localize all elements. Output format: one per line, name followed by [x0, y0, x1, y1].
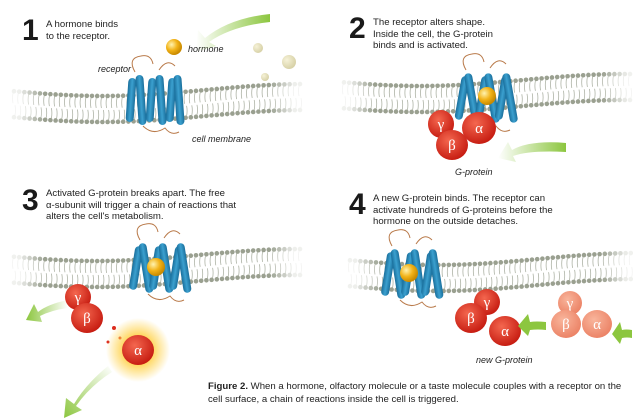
g-protein-2: γ β α [428, 110, 496, 160]
receptor-1 [125, 55, 185, 134]
receptor-helix [502, 73, 518, 123]
receptor-helix [155, 75, 167, 125]
alpha-symbol: α [475, 121, 483, 137]
receptor-helix [138, 243, 154, 293]
alpha-subunit [489, 316, 521, 346]
alpha-symbol: α [593, 317, 601, 333]
receptor-helix [390, 249, 406, 299]
bound-hormone [147, 258, 165, 276]
beta-symbol: β [83, 311, 91, 327]
gamma-symbol: γ [483, 295, 491, 311]
pale-molecule [261, 73, 269, 81]
receptor-helix [381, 252, 395, 296]
receptor-helix [129, 246, 143, 290]
beta-subunit [71, 303, 103, 333]
caption-body: When a hormone, olfactory molecule or a … [208, 381, 622, 405]
beta-symbol: β [467, 311, 475, 327]
step-4-text: A new G-protein binds. The receptor can … [373, 193, 553, 228]
free-alpha-subunit [122, 335, 154, 365]
receptor-4 [381, 229, 444, 308]
gamma-subunit [558, 291, 582, 315]
alpha-symbol: α [501, 324, 509, 340]
step-4-number: 4 [349, 188, 366, 221]
beta-subunit [455, 303, 487, 333]
cell-membrane-label: cell membrane [192, 134, 252, 144]
approach-arrow-icon [518, 314, 546, 336]
panel-1-art [125, 14, 296, 134]
alpha-subunit [582, 310, 612, 338]
alpha-subunit [462, 112, 496, 144]
incoming-arrow-icon [196, 14, 270, 52]
bound-hormone [400, 264, 418, 282]
membrane-bilayer [11, 246, 303, 290]
approach-arrow-icon [498, 142, 566, 162]
receptor-helix [173, 75, 185, 125]
caption-lead: Figure 2. [208, 381, 248, 392]
panel-4-art: γ β α γ β α [381, 229, 632, 346]
new-g-protein-label: new G-protein [476, 355, 533, 365]
receptor-helix [145, 78, 157, 122]
receptor-label: receptor [98, 64, 132, 74]
pale-molecule [253, 43, 263, 53]
receptor-helix [428, 249, 444, 299]
gamma-symbol: γ [74, 290, 82, 306]
beta-symbol: β [448, 138, 456, 154]
outgoing-arrow-icon [26, 300, 68, 322]
beta-subunit [436, 130, 468, 160]
waiting-g-protein: γ β α [551, 291, 612, 338]
downstream-arrow-icon [64, 366, 112, 418]
gamma-symbol: γ [566, 296, 574, 312]
receptor-helix [176, 243, 192, 293]
step-3-text: Activated G-protein breaks apart. The fr… [46, 188, 237, 223]
receptor-helix [135, 75, 147, 125]
receptor-helix [410, 249, 426, 299]
receptor-helix [125, 78, 137, 122]
beta-subunit [551, 310, 581, 338]
step-2-text: The receptor alters shape. Inside the ce… [373, 17, 493, 52]
receptor-helix [158, 243, 174, 293]
pale-molecule [282, 55, 296, 69]
step-1-number: 1 [22, 14, 39, 47]
step-1-text: A hormone binds to the receptor. [46, 19, 118, 42]
step-2-number: 2 [349, 12, 366, 45]
beta-gamma-dimer: γ β [65, 284, 103, 333]
panel-3-art: γ β α [26, 223, 192, 418]
bound-hormone [478, 87, 496, 105]
cell-membranes [11, 71, 634, 294]
beta-symbol: β [562, 317, 570, 333]
receptor-helix [165, 78, 177, 122]
step-3-number: 3 [22, 184, 39, 217]
new-g-protein: γ β α [455, 289, 521, 346]
approach-arrow-icon [612, 322, 632, 344]
hormone-molecule [166, 39, 182, 55]
alpha-symbol: α [134, 343, 142, 359]
g-protein-label: G-protein [455, 167, 493, 177]
gamma-symbol: γ [437, 117, 445, 133]
figure-caption: Figure 2. When a hormone, olfactory mole… [208, 381, 628, 406]
panel-2-art: γ β α [428, 53, 566, 162]
receptor-helix [454, 76, 470, 120]
